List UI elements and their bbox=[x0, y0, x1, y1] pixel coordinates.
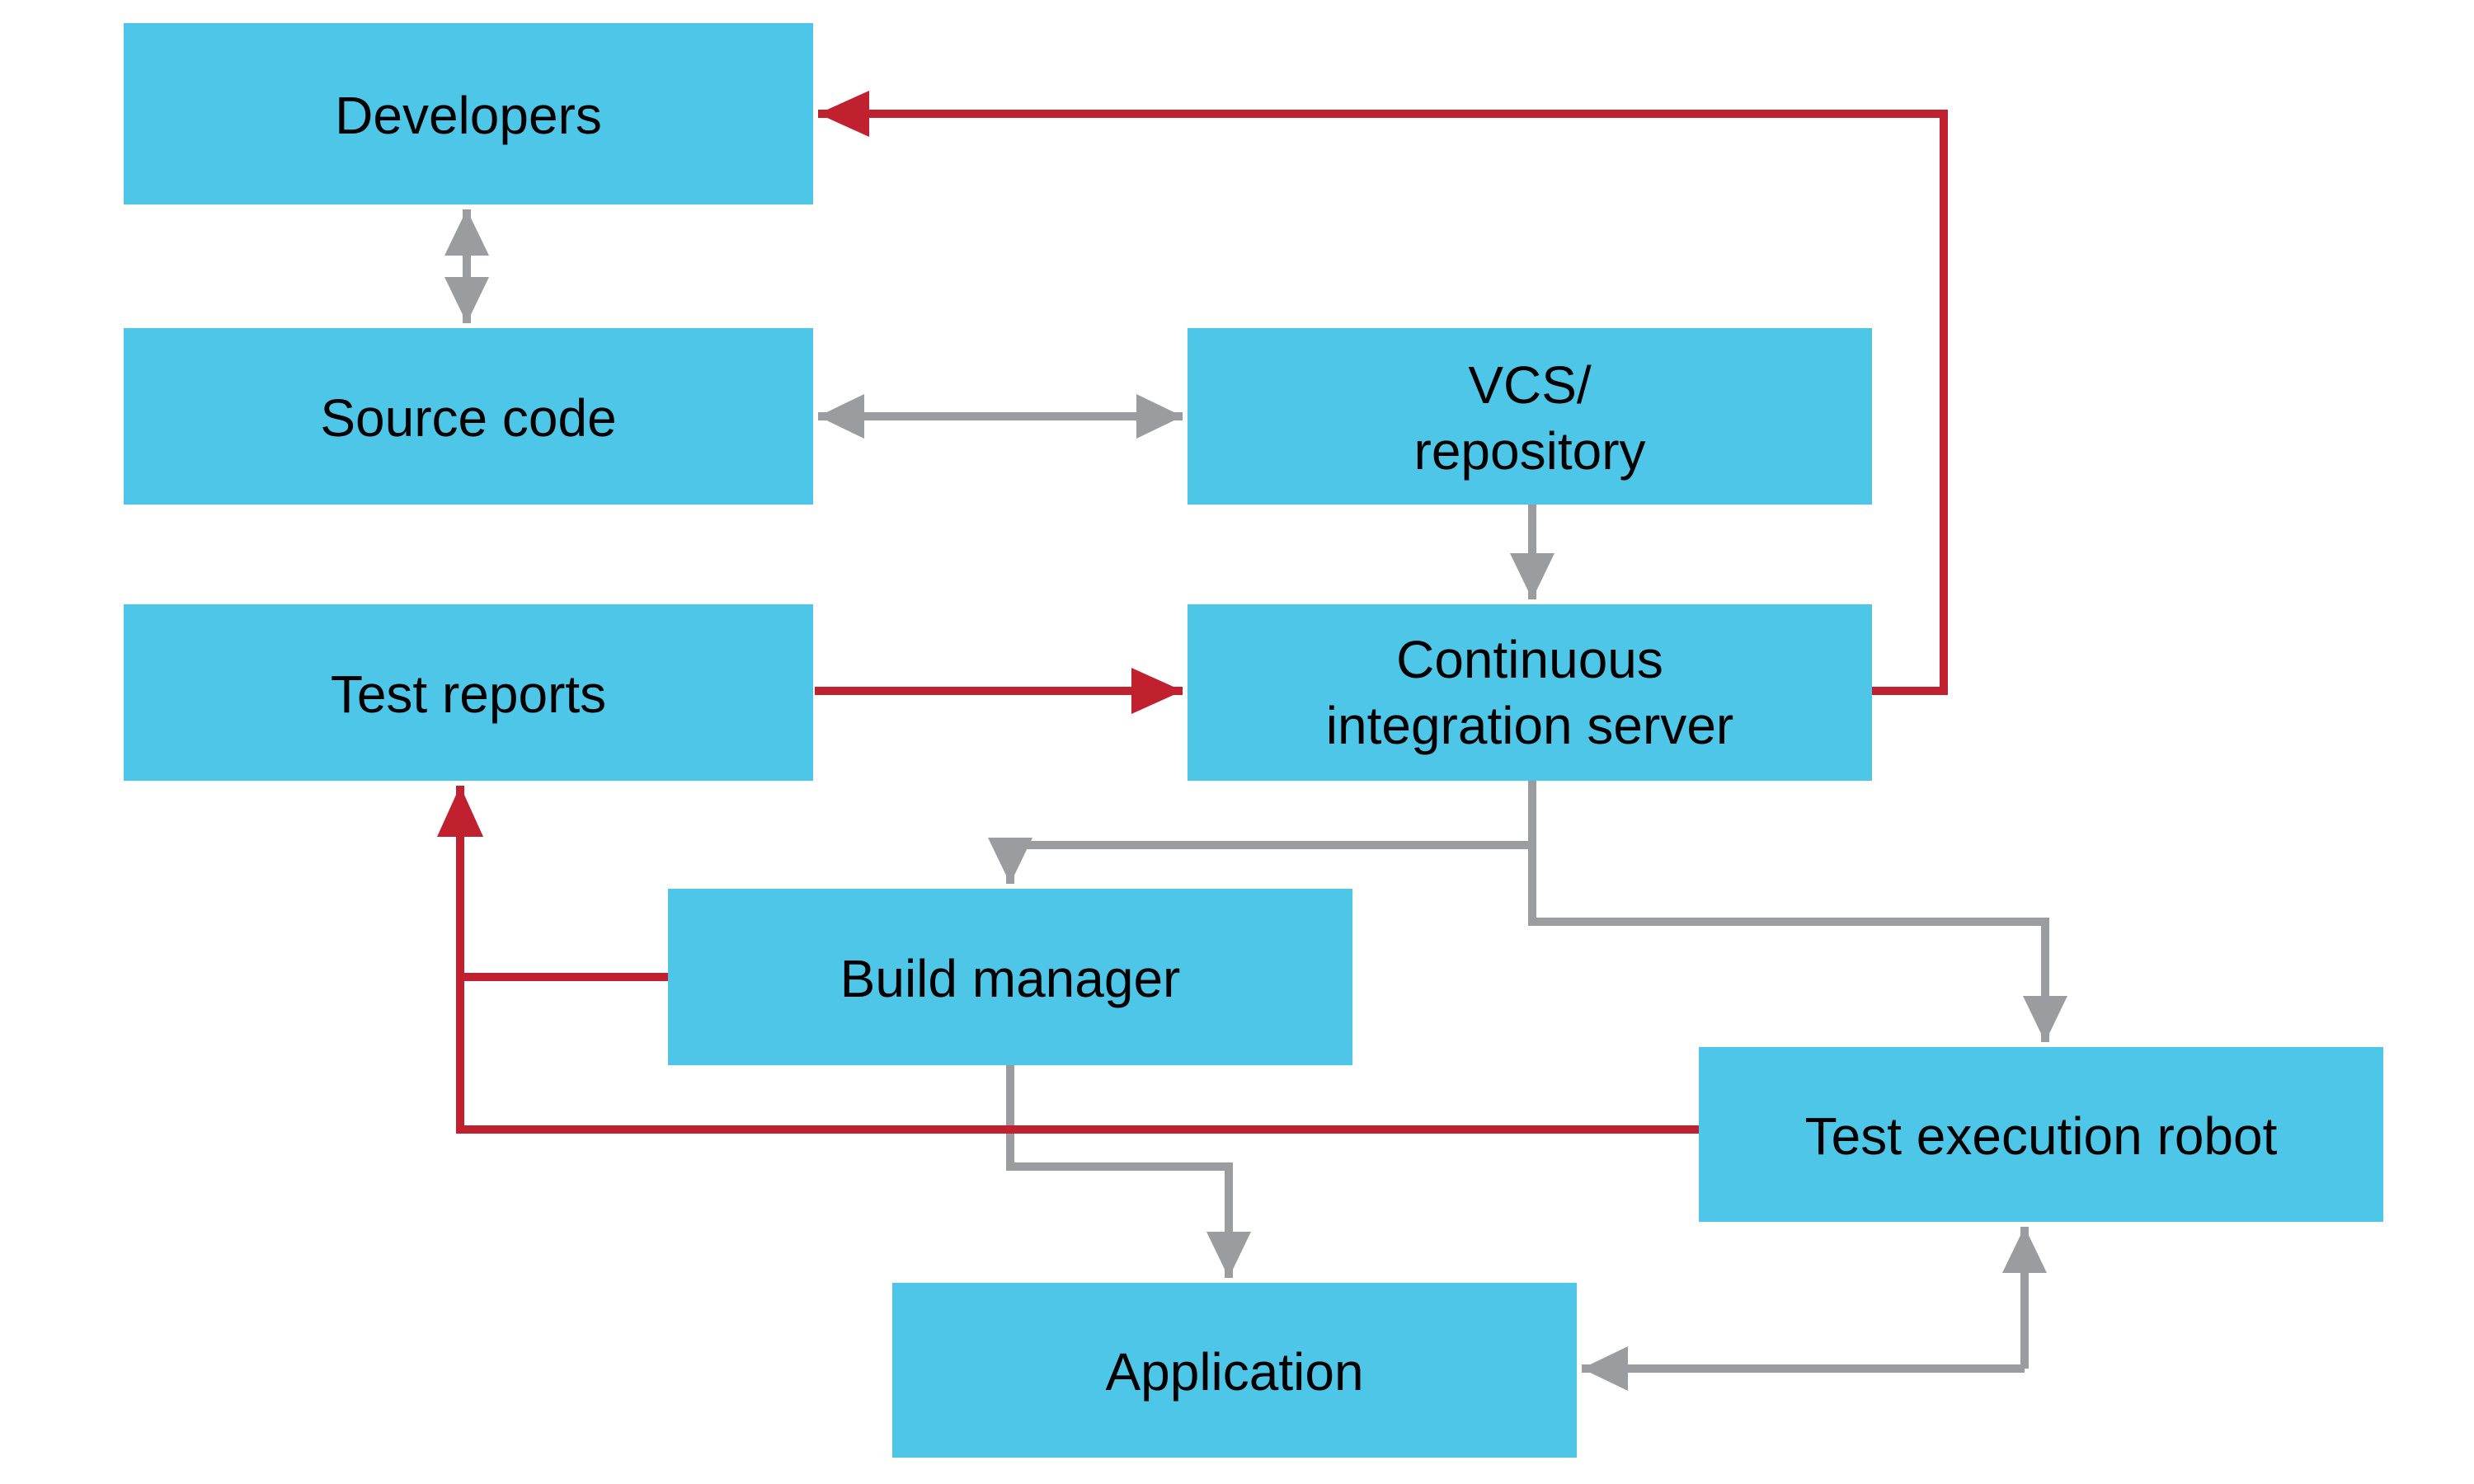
node-vcs-repository-rect bbox=[1188, 328, 1872, 505]
edge-ci-test-robot bbox=[1528, 781, 2067, 1042]
edge-ci-developers bbox=[818, 91, 1948, 695]
node-source-code: Source code bbox=[124, 328, 813, 505]
node-build-manager-label: Build manager bbox=[840, 949, 1181, 1008]
node-vcs-repository-label-line2: repository bbox=[1414, 421, 1646, 481]
node-test-execution-robot-label: Test execution robot bbox=[1805, 1106, 2278, 1166]
node-developers: Developers bbox=[124, 23, 813, 204]
edge-robot-reports bbox=[437, 786, 1702, 1134]
node-test-reports: Test reports bbox=[124, 604, 813, 781]
node-application-label: Application bbox=[1105, 1342, 1363, 1402]
node-source-code-label: Source code bbox=[320, 388, 616, 448]
node-test-reports-label: Test reports bbox=[331, 665, 606, 724]
node-source-code-rect bbox=[124, 328, 813, 505]
red-arrows bbox=[437, 91, 1948, 1134]
node-ci-server-label-line1: Continuous bbox=[1396, 630, 1663, 689]
node-vcs-repository: VCS/ repository bbox=[1188, 328, 1872, 505]
node-build-manager: Build manager bbox=[668, 889, 1352, 1065]
node-ci-server-label-line2: integration server bbox=[1326, 696, 1733, 755]
node-application: Application bbox=[892, 1283, 1577, 1458]
node-vcs-repository-label-line1: VCS/ bbox=[1468, 355, 1592, 415]
node-test-execution-robot-rect bbox=[1699, 1047, 2383, 1222]
node-test-reports-rect bbox=[124, 604, 813, 781]
node-developers-label: Developers bbox=[335, 86, 602, 145]
node-test-execution-robot: Test execution robot bbox=[1699, 1047, 2383, 1222]
node-build-manager-rect bbox=[668, 889, 1352, 1065]
gray-arrows bbox=[444, 209, 2067, 1391]
edge-build-application bbox=[1006, 1065, 1251, 1278]
node-ci-server-rect bbox=[1188, 604, 1872, 781]
node-developers-rect bbox=[124, 23, 813, 204]
node-application-rect bbox=[892, 1283, 1577, 1458]
edge-ci-build-manager bbox=[988, 781, 1536, 884]
node-ci-server: Continuous integration server bbox=[1188, 604, 1872, 781]
